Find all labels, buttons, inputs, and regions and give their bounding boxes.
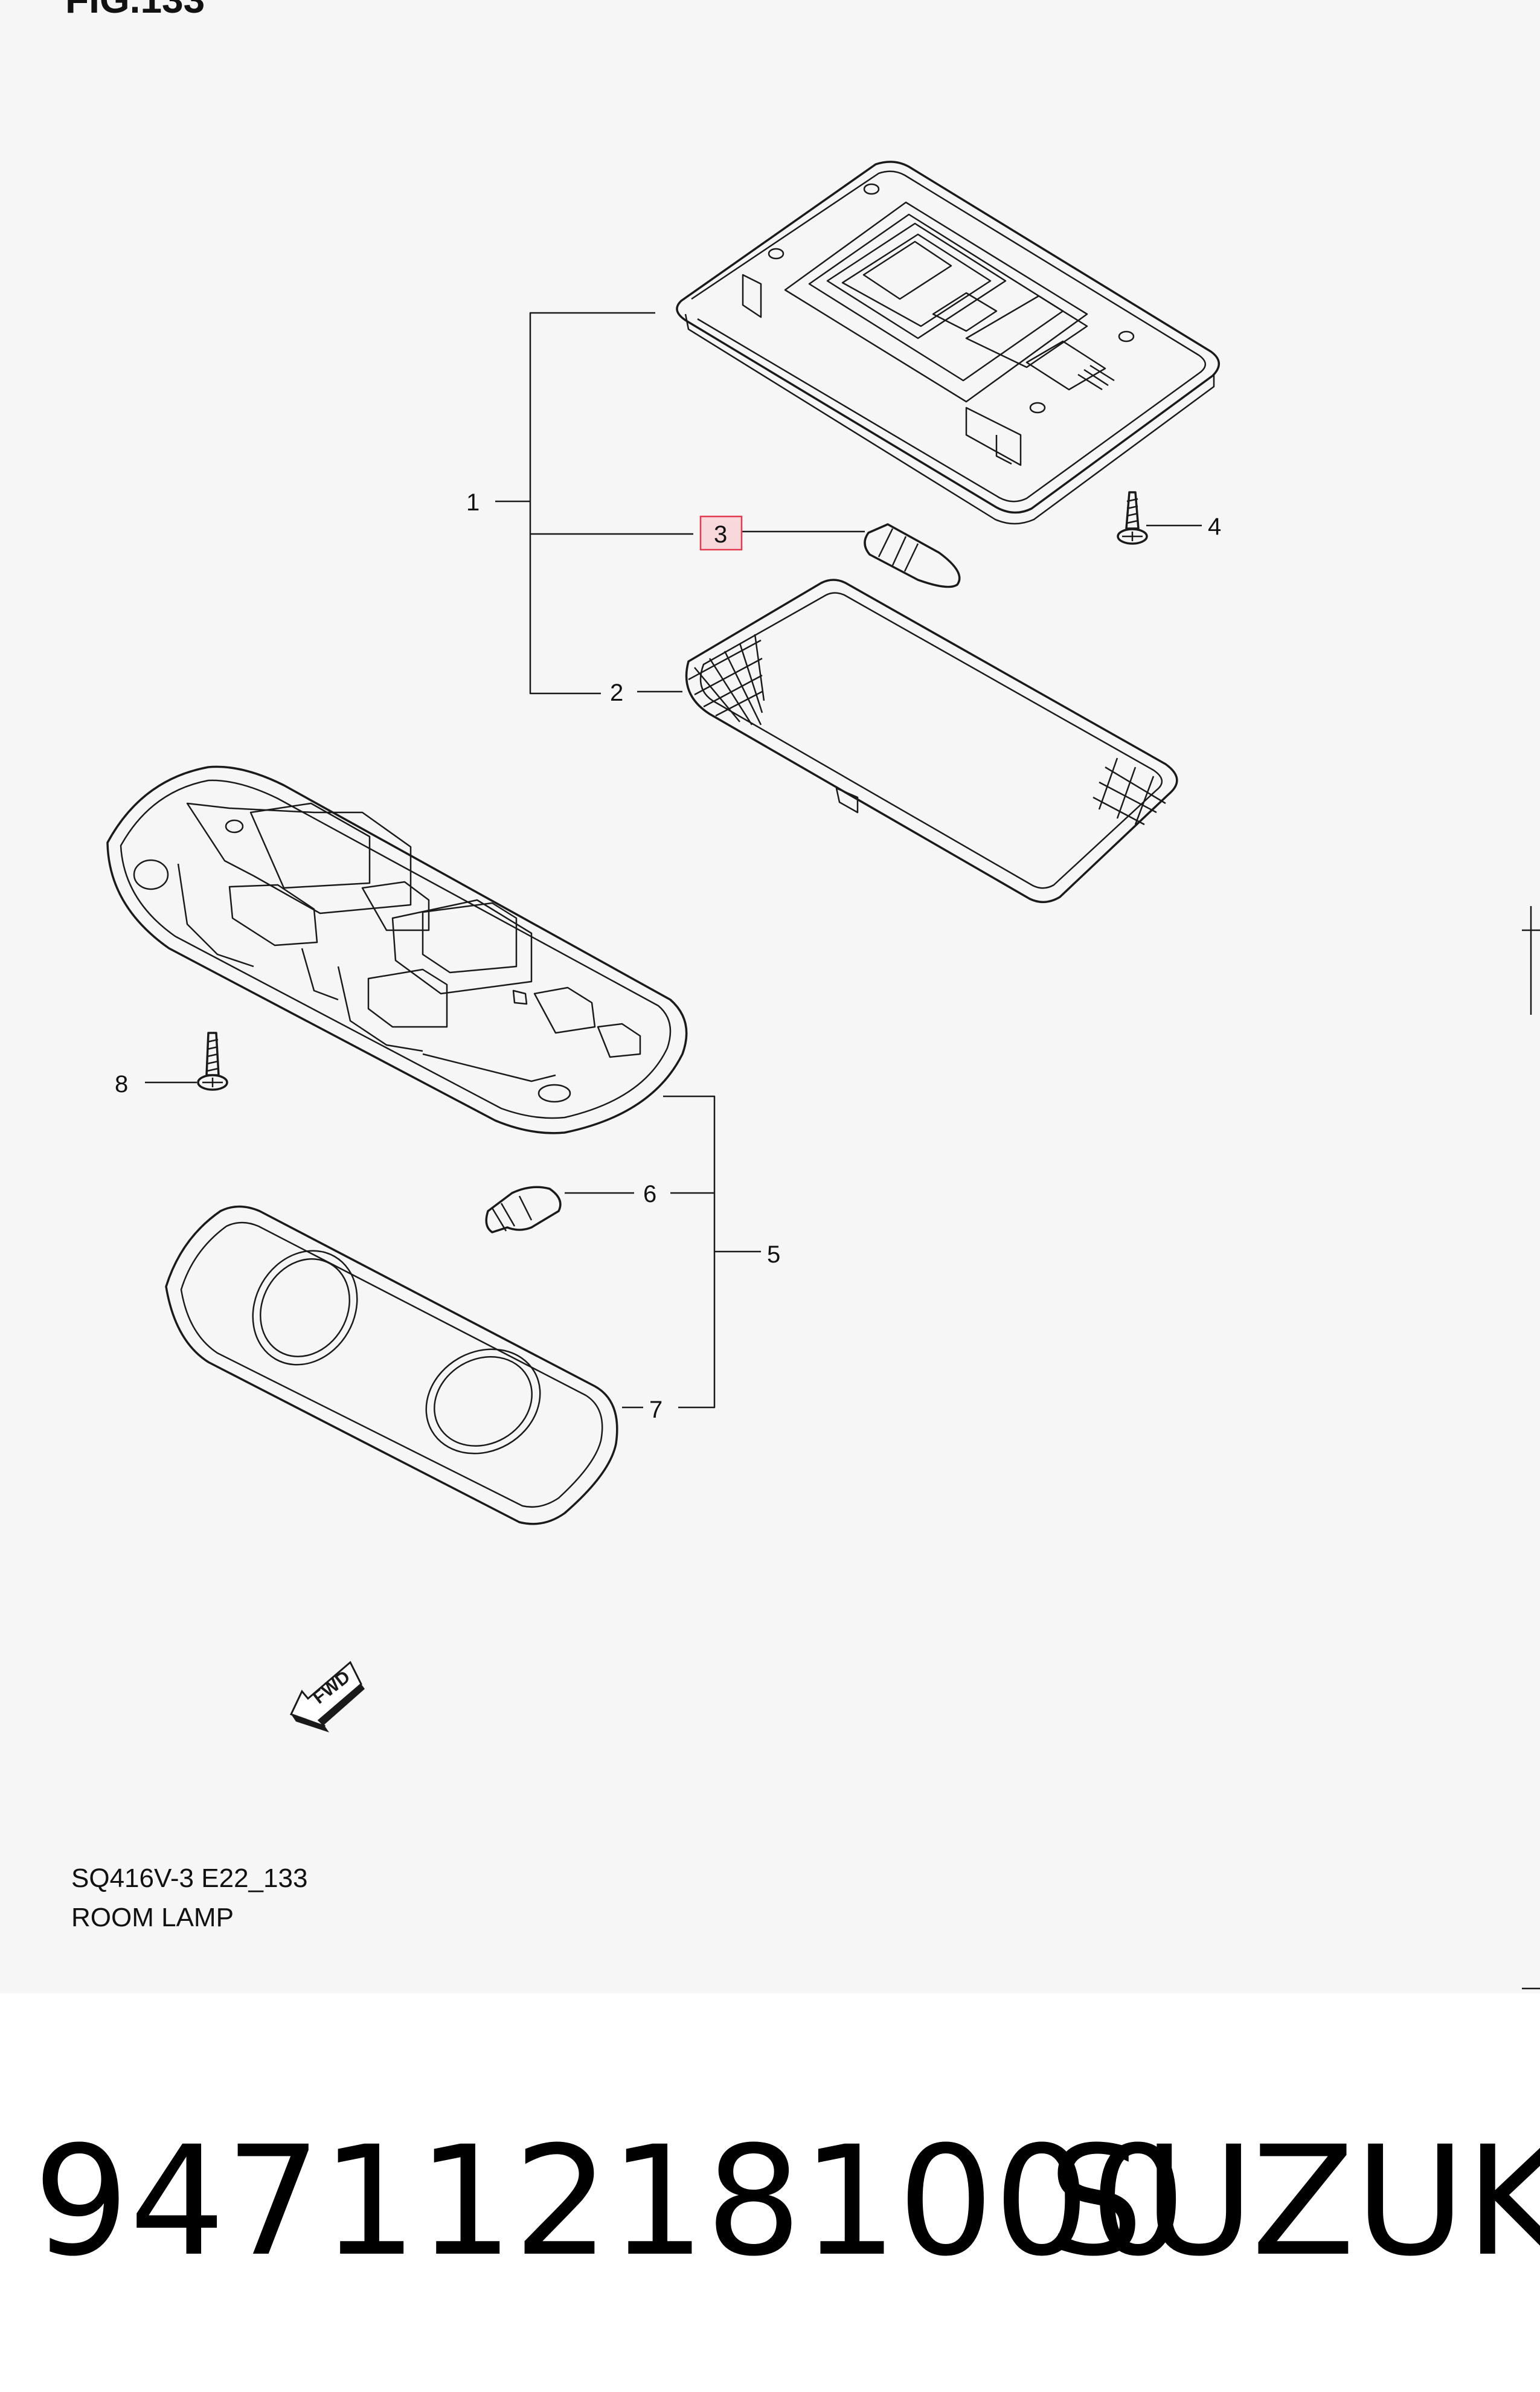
callout-7: 7: [649, 1397, 663, 1423]
lower-lamp-housing: [106, 765, 688, 1134]
lower-lens: [165, 1205, 618, 1525]
brand-name: SUZUKI: [1048, 2114, 1540, 2289]
screw-lower: [197, 1032, 228, 1091]
callout-2: 2: [610, 680, 623, 706]
part-number: 947112181000: [33, 2114, 1186, 2289]
upper-lamp-housing: [676, 161, 1220, 525]
callout-6: 6: [643, 1181, 656, 1207]
callouts: 1 2 3 4 5 6 7 8: [115, 489, 1221, 1423]
drawing-title: ROOM LAMP: [71, 1903, 234, 1932]
figure-header: FIG.133: [65, 0, 205, 22]
lens-cover: [685, 579, 1178, 903]
room-lamp-exploded-diagram: 1 2 3 4 5 6 7 8 FWD: [106, 161, 1540, 1990]
festoon-bulb: [864, 523, 961, 588]
leader-lines-upper: [495, 312, 1202, 695]
callout-5: 5: [767, 1241, 780, 1268]
wedge-bulb: [485, 1186, 562, 1233]
drawing-code: SQ416V-3 E22_133: [71, 1863, 308, 1893]
callout-1: 1: [466, 489, 480, 516]
screw-upper: [1117, 491, 1148, 545]
callout-4: 4: [1208, 513, 1221, 540]
page-edge-marks: [1522, 906, 1540, 1990]
callout-8: 8: [115, 1071, 128, 1098]
callout-3-highlight-box: [699, 515, 743, 551]
fwd-direction-arrow: FWD: [289, 1661, 365, 1732]
leader-lines-lower: [145, 1081, 761, 1409]
callout-3: 3: [714, 521, 727, 548]
